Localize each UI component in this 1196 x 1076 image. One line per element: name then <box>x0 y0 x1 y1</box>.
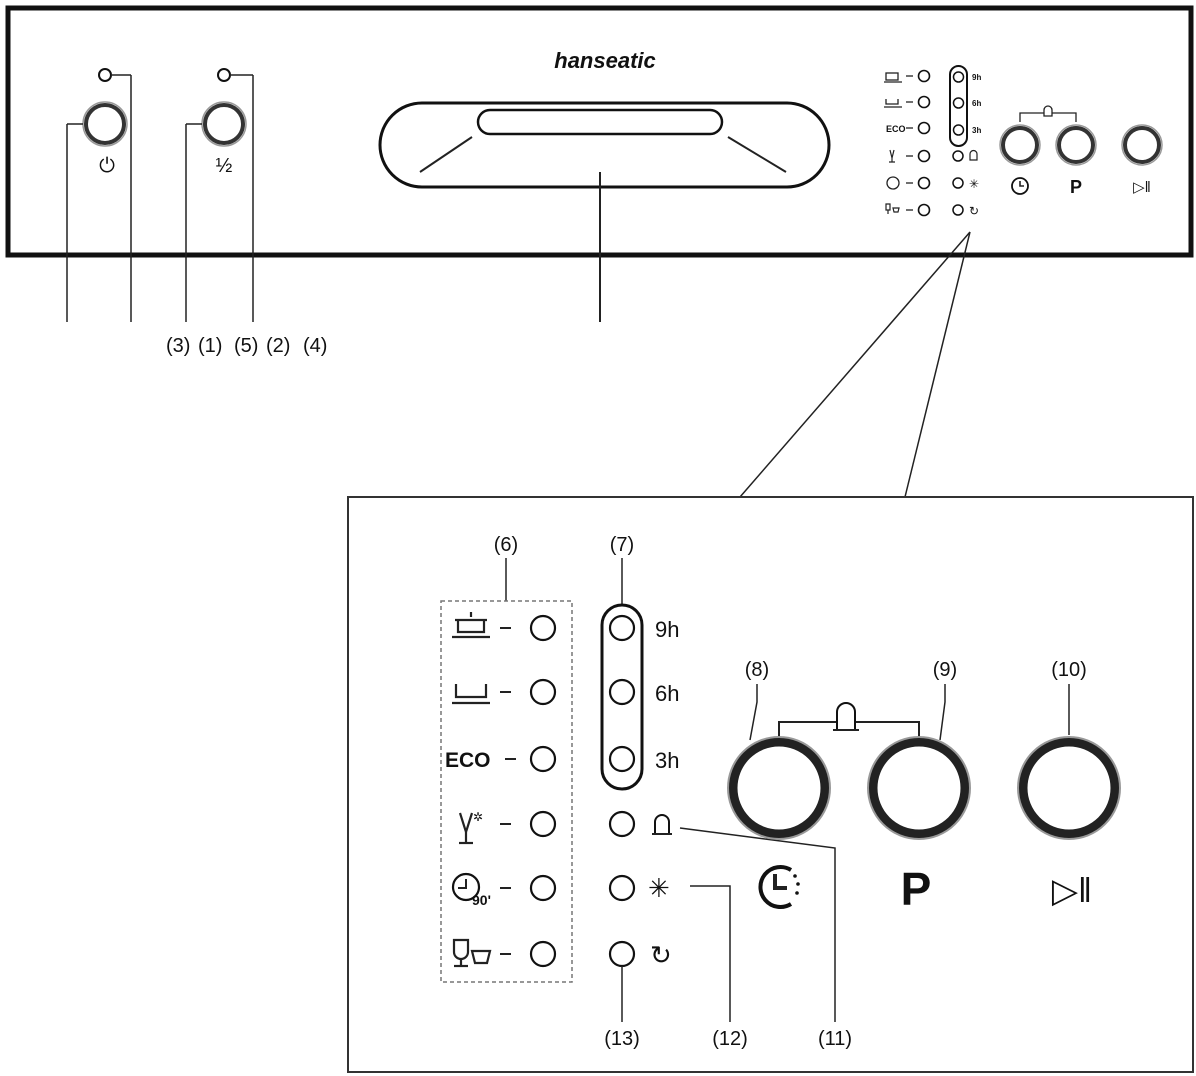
small-eco-label: ECO <box>886 124 906 134</box>
display-line-left <box>419 136 473 173</box>
program-row-eco: ECO <box>445 745 557 773</box>
brand-logo: hanseatic <box>554 48 656 73</box>
callout-12: (12) <box>712 1028 748 1050</box>
callout-10: (10) <box>1051 659 1087 681</box>
program-row-pot <box>452 612 557 642</box>
power-symbol: ⏻ <box>99 155 115 177</box>
display-line-right <box>727 136 787 173</box>
callout-4: (4) <box>303 335 327 357</box>
program-led-6 <box>529 940 557 968</box>
childlock-indicator-icon <box>654 814 670 835</box>
delay-led-9h <box>608 614 636 642</box>
small-clock90-icon <box>886 176 900 190</box>
leader-line-11 <box>679 827 836 1022</box>
display-window-inner <box>476 108 724 136</box>
small-plate-icon <box>885 99 899 105</box>
timer-icon <box>758 865 800 909</box>
childlock-led <box>608 810 636 838</box>
callout-1: (1) <box>198 335 222 357</box>
program-led-5 <box>529 874 557 902</box>
delay-led-3h <box>608 745 636 773</box>
delay-led-6h <box>608 678 636 706</box>
rinse-aid-indicator-icon: ↻ <box>650 940 672 970</box>
delay-label-9h: 9h <box>655 617 679 642</box>
small-start-pause-button[interactable] <box>1123 126 1161 164</box>
small-lock-icon <box>969 149 978 161</box>
small-rinse-icon: ↻ <box>969 204 979 218</box>
rinse-aid-led <box>608 940 636 968</box>
program-led-2 <box>529 678 557 706</box>
program-row-plate <box>452 678 557 706</box>
small-glasses-icon <box>885 203 891 214</box>
salt-led <box>608 874 636 902</box>
svg-text:3h: 3h <box>972 126 981 135</box>
clock-90-icon <box>451 872 481 902</box>
small-program-label: P <box>1070 177 1082 197</box>
small-timer-icon <box>1011 177 1029 195</box>
start-pause-label: ▷‖ <box>1052 872 1092 910</box>
small-program-button[interactable] <box>1057 126 1095 164</box>
small-start-pause-label: ▷‖ <box>1133 179 1151 196</box>
callout-2: (2) <box>266 335 290 357</box>
callout-3: (3) <box>166 335 190 357</box>
program-led-1 <box>529 614 557 642</box>
program-row-glass: ✲ <box>458 810 557 845</box>
program-row-glasses <box>452 938 557 968</box>
half-load-led <box>217 68 231 82</box>
power-button[interactable] <box>84 103 126 145</box>
program-button[interactable] <box>868 737 970 839</box>
callout-9: (9) <box>933 659 957 681</box>
glasses-icon <box>452 938 470 961</box>
small-pot-icon <box>885 72 899 81</box>
svg-text:6h: 6h <box>972 99 981 108</box>
callout-13: (13) <box>604 1028 640 1050</box>
start-pause-button[interactable] <box>1018 737 1120 839</box>
childlock-icon <box>836 702 856 731</box>
power-led <box>98 68 112 82</box>
plate-icon <box>454 684 488 699</box>
zoom-line-left <box>739 231 971 498</box>
leader-line-12 <box>690 885 731 1022</box>
callout-5: (5) <box>234 335 258 357</box>
pot-icon <box>456 620 486 634</box>
program-label: P <box>901 863 932 915</box>
callout-8: (8) <box>745 659 769 681</box>
callout-6: (6) <box>494 534 518 556</box>
small-timer-button[interactable] <box>1001 126 1039 164</box>
small-salt-icon: ✳ <box>969 177 979 191</box>
delay-label-6h: 6h <box>655 681 679 706</box>
program-row-90: 90' <box>451 872 557 908</box>
callout-11: (11) <box>818 1028 852 1050</box>
timer-button[interactable] <box>728 737 830 839</box>
program-led-3 <box>529 745 557 773</box>
small-childlock-icon <box>1043 105 1053 117</box>
clock-90-label: 90' <box>472 892 491 908</box>
svg-text:✲: ✲ <box>473 810 483 824</box>
callout-7: (7) <box>610 534 634 556</box>
salt-indicator-icon: ✳ <box>648 873 670 903</box>
zoom-line-right <box>904 231 971 498</box>
small-glass-icon <box>889 149 895 163</box>
svg-text:9h: 9h <box>972 73 981 82</box>
eco-label: ECO <box>445 749 491 772</box>
small-indicator-cluster: ECO 9h 6h 3h ✳ ↻ <box>884 65 981 218</box>
half-load-label: ½ <box>216 155 233 177</box>
delay-label-3h: 3h <box>655 748 679 773</box>
program-led-4 <box>529 810 557 838</box>
program-indicator-group <box>440 600 573 983</box>
half-load-button[interactable] <box>203 103 245 145</box>
